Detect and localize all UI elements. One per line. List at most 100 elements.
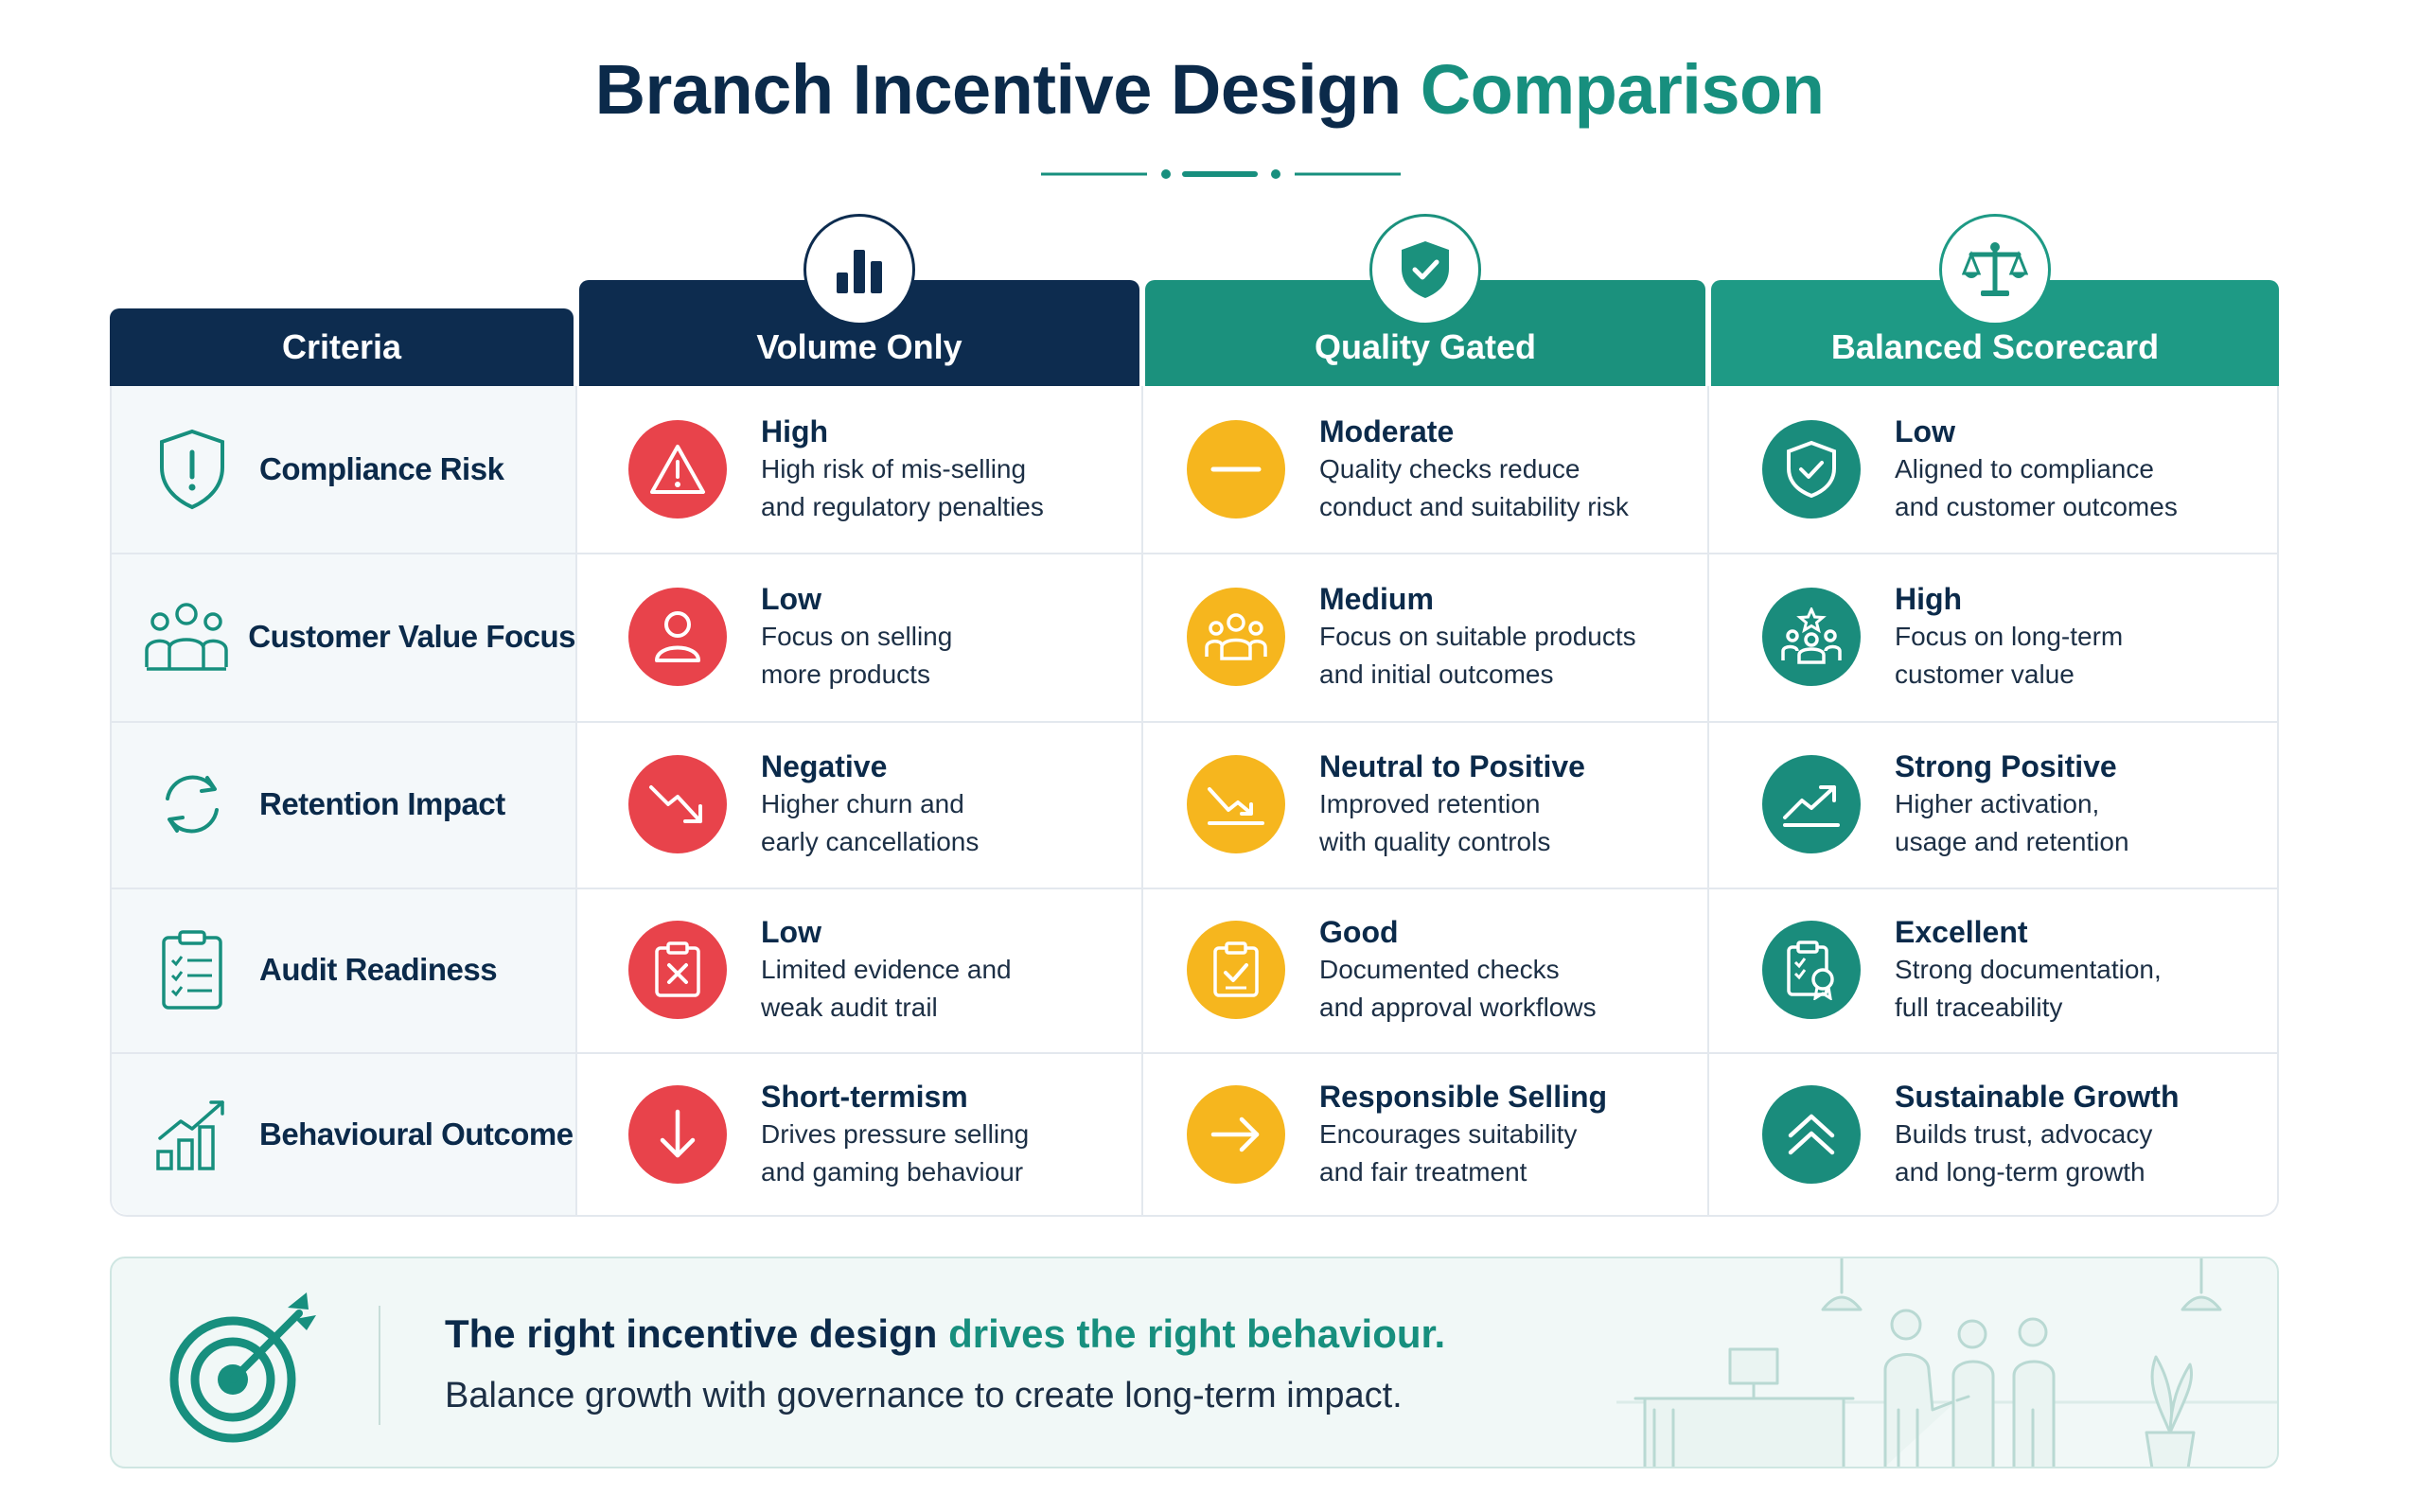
cell-desc: Limited evidence and — [761, 955, 1012, 984]
cell-title: Low — [1895, 414, 1955, 448]
cell-desc: and long-term growth — [1895, 1157, 2145, 1187]
column-header-label: Volume Only — [756, 327, 962, 366]
criterion-compliance-risk: Compliance Risk — [112, 386, 575, 553]
cell-desc: and customer outcomes — [1895, 492, 2178, 521]
summary-banner: The right incentive design drives the ri… — [110, 1257, 2279, 1468]
cell-title: Responsible Selling — [1319, 1080, 1608, 1114]
cell-desc: Aligned to compliance — [1895, 454, 2154, 483]
people-icon — [140, 601, 233, 673]
cell-desc: Focus on selling — [761, 622, 953, 651]
criterion-label: Compliance Risk — [259, 451, 504, 486]
target-icon — [165, 1287, 326, 1452]
arrow-right-icon — [1187, 1085, 1285, 1184]
cell-desc: Improved retention — [1319, 789, 1541, 818]
cell-title: High — [1895, 582, 1963, 616]
criterion-retention-impact: Retention Impact — [112, 721, 575, 888]
cell-desc: Higher churn and — [761, 789, 964, 818]
cell-title: High — [761, 414, 829, 448]
title-main: Branch Incentive Design — [594, 50, 1403, 129]
headline-text: The right incentive design — [445, 1311, 938, 1356]
title-divider — [1041, 169, 1401, 179]
comparison-table: Criteria Volume Only Quality Gated Balan… — [110, 214, 2279, 1217]
minus-icon — [1187, 420, 1285, 519]
cell-title: Strong Positive — [1895, 749, 2117, 783]
cell-title: Moderate — [1319, 414, 1455, 448]
cell-desc: Quality checks reduce — [1319, 454, 1580, 483]
group-icon — [1187, 588, 1285, 686]
cell-desc: Focus on suitable products — [1319, 622, 1636, 651]
growth-chart-icon — [140, 1097, 244, 1172]
clipboard-check-icon — [1187, 921, 1285, 1019]
cell-title: Good — [1319, 915, 1399, 949]
scales-icon — [1939, 214, 2051, 325]
bar-chart-icon — [803, 214, 915, 325]
cell-desc: High risk of mis-selling — [761, 454, 1027, 483]
trend-down-icon — [628, 755, 727, 853]
criterion-audit-readiness: Audit Readiness — [112, 888, 575, 1052]
criterion-label: Behavioural Outcome — [259, 1116, 574, 1152]
cell-desc: Encourages suitability — [1319, 1119, 1578, 1149]
cell-desc: with quality controls — [1319, 827, 1551, 856]
column-header-label: Balanced Scorecard — [1830, 327, 2160, 366]
criterion-customer-value-focus: Customer Value Focus — [112, 553, 575, 721]
cell-desc: Documented checks — [1319, 955, 1560, 984]
clipboard-x-icon — [628, 921, 727, 1019]
trend-up-icon — [1762, 755, 1861, 853]
warning-icon — [628, 420, 727, 519]
cell-desc: and approval workflows — [1319, 993, 1597, 1022]
cell-desc: customer value — [1895, 659, 2075, 689]
cell-title: Low — [761, 582, 821, 616]
group-star-icon — [1762, 588, 1861, 686]
cell-desc: Strong documentation, — [1895, 955, 2162, 984]
refresh-icon — [140, 766, 244, 842]
page-title: Branch Incentive Design Comparison — [0, 49, 2419, 130]
title-accent: Comparison — [1420, 50, 1825, 129]
criterion-behavioural-outcome: Behavioural Outcome — [112, 1052, 575, 1217]
cell-desc: early cancellations — [761, 827, 980, 856]
criterion-label: Audit Readiness — [259, 952, 498, 987]
cell-title: Excellent — [1895, 915, 2028, 949]
shield-check-icon — [1369, 214, 1481, 325]
cell-desc: and initial outcomes — [1319, 659, 1554, 689]
cell-desc: full traceability — [1895, 993, 2063, 1022]
shield-check-icon — [1762, 420, 1861, 519]
criteria-header: Criteria — [110, 308, 574, 386]
cell-desc: and gaming behaviour — [761, 1157, 1024, 1187]
cell-desc: and fair treatment — [1319, 1157, 1527, 1187]
cell-desc: and regulatory penalties — [761, 492, 1044, 521]
trend-flat-icon — [1187, 755, 1285, 853]
arrow-down-icon — [628, 1085, 727, 1184]
cell-title: Negative — [761, 749, 888, 783]
banner-subtext: Balance growth with governance to create… — [445, 1376, 1403, 1415]
cell-title: Sustainable Growth — [1895, 1080, 2180, 1114]
cell-desc: Drives pressure selling — [761, 1119, 1030, 1149]
cell-title: Low — [761, 915, 821, 949]
cell-desc: Builds trust, advocacy — [1895, 1119, 2153, 1149]
cell-desc: more products — [761, 659, 930, 689]
cell-desc: Focus on long-term — [1895, 622, 2124, 651]
office-illustration — [1616, 1258, 2277, 1467]
criterion-label: Customer Value Focus — [248, 619, 575, 654]
column-header-label: Quality Gated — [1314, 327, 1537, 366]
banner-headline: The right incentive design drives the ri… — [445, 1311, 1445, 1357]
criterion-label: Retention Impact — [259, 786, 505, 821]
cell-desc: conduct and suitability risk — [1319, 492, 1629, 521]
cell-desc: Higher activation, — [1895, 789, 2100, 818]
